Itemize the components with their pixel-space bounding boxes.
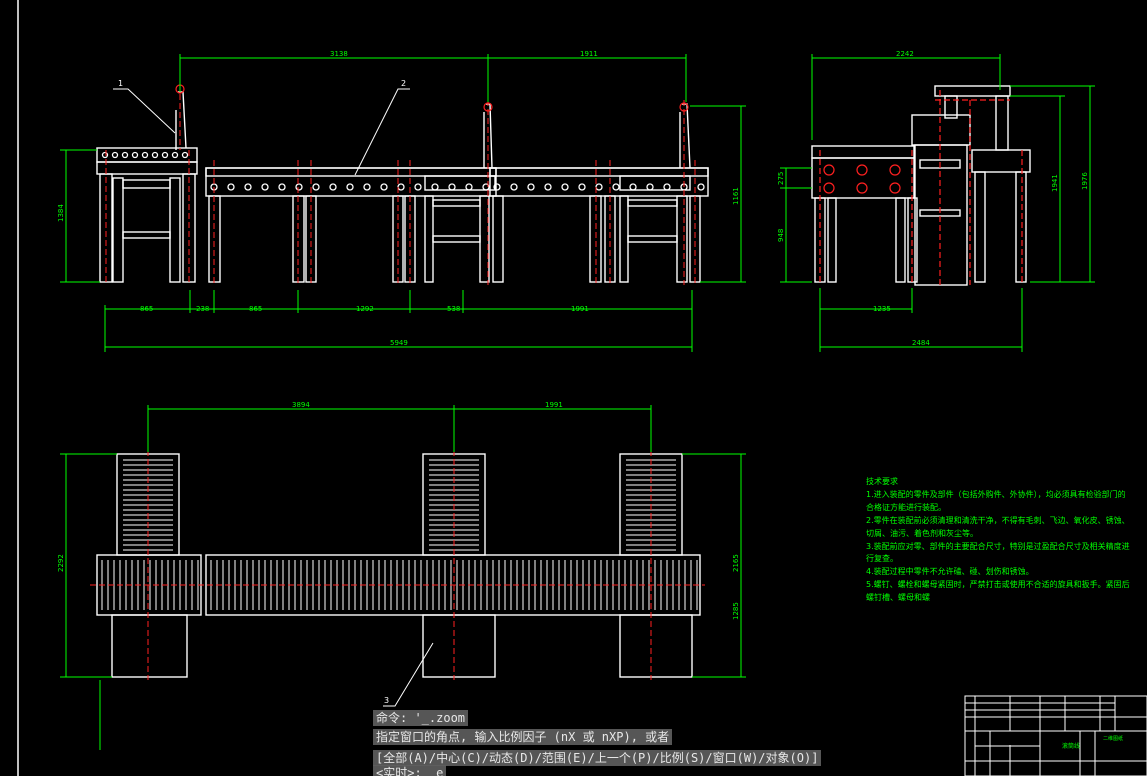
notes-line: 行复查。 [866,554,898,564]
dim-side-bottom: 1235 [873,305,891,313]
roller-mark [131,151,139,159]
roller-mark [363,183,371,191]
dim-front-left-height: 1384 [57,204,65,222]
roller-mark [261,183,269,191]
roller-mark [141,151,149,159]
notes-line: 1.进入装配的零件及部件（包括外购件、外协件），均必须具有检验部门的 [866,489,1126,499]
dim-front-b4: 1292 [356,305,374,313]
front-leaders [113,88,410,176]
roller-mark [278,183,286,191]
roller-mark [697,183,705,191]
front-rollers [101,151,705,191]
title-drawing-name: 滚筒线 [1062,742,1080,750]
command-options-line[interactable]: [全部(A)/中心(C)/动态(D)/范围(E)/上一个(P)/比例(S)/窗口… [373,750,822,766]
roller-mark [578,183,586,191]
roller-mark [510,183,518,191]
roller-mark [527,183,535,191]
side-view [811,85,1031,286]
notes-title: 技术要求 [866,477,898,486]
roller-mark [612,183,620,191]
post-markers [175,84,689,112]
roller-mark [431,183,439,191]
roller-mark [380,183,388,191]
roller-mark [111,151,119,159]
command-input[interactable]: <实时>: e [373,765,447,776]
side-rollers [819,90,1023,285]
roller-mark [171,151,179,159]
roller-mark [227,183,235,191]
technical-notes: 技术要求 1.进入装配的零件及部件（包括外购件、外协件），均必须具有检验部门的 … [866,476,1130,605]
roller-mark [465,183,473,191]
notes-line: 螺钉槽、螺母和螺 [866,593,930,603]
roller-mark [646,183,654,191]
leader-3: 3 [384,696,389,705]
leader-2: 2 [401,79,406,88]
dim-front-b6: 1991 [571,305,589,313]
plan-dimensions [60,405,746,750]
roller-mark [595,183,603,191]
dim-front-top-2: 1911 [580,50,598,58]
plan-centerlines [90,450,705,680]
roller-mark [448,183,456,191]
dim-side-left-1: 275 [777,172,785,185]
command-prompt-line: 指定窗口的角点, 输入比例因子 (nX 或 nXP), 或者 [373,729,673,745]
title-label: 二维图纸 [1103,735,1123,742]
dim-front-top-1: 3138 [330,50,348,58]
roller-mark [561,183,569,191]
roller-mark [544,183,552,191]
front-dimensions [60,54,746,352]
leader-3-line [383,642,434,707]
plan-view [96,453,701,678]
roller-mark [244,183,252,191]
roller-mark [493,183,501,191]
roller-mark [161,151,169,159]
leader-1: 1 [118,79,123,88]
roller-mark [482,183,490,191]
title-block [964,695,1147,776]
dim-side-overall: 2484 [912,339,930,347]
dim-front-b3: 865 [249,305,262,313]
dim-front-b2: 238 [196,305,209,313]
roller-mark [414,183,422,191]
roller-mark [181,151,189,159]
roller-mark [295,183,303,191]
notes-line: 5.螺钉、螺栓和螺母紧固时，严禁打击或使用不合适的旋具和扳手。紧固后 [866,580,1130,590]
roller-mark [312,183,320,191]
notes-line: 4.装配过程中零件不允许磕、碰、划伤和锈蚀。 [866,567,1034,577]
dim-front-b5: 538 [447,305,460,313]
roller-mark [121,151,129,159]
roller-mark [329,183,337,191]
dim-plan-left: 2292 [57,554,65,572]
roller-mark [663,183,671,191]
roller-mark [151,151,159,159]
roller-mark [397,183,405,191]
roller-mark [629,183,637,191]
dim-plan-right-2: 1285 [732,602,740,620]
notes-line: 合格证方能进行装配。 [866,502,946,512]
dim-plan-top-2: 1991 [545,401,563,409]
dim-front-right-height: 1161 [732,187,740,205]
dim-front-overall: 5949 [390,339,408,347]
dim-side-left-2: 948 [777,229,785,242]
notes-line: 2.零件在装配前必须清理和清洗干净，不得有毛刺、飞边、氧化皮、锈蚀、 [866,515,1130,525]
notes-line: 切屑、油污、着色剂和灰尘等。 [866,528,978,538]
dim-plan-right-1: 2165 [732,554,740,572]
dim-side-right-1: 1941 [1051,174,1059,192]
roller-mark [101,151,109,159]
notes-line: 3.装配前应对零、部件的主要配合尺寸，特别是过盈配合尺寸及相关精度进 [866,541,1130,551]
plan-rollers [101,459,698,610]
side-dimensions [780,54,1095,352]
dim-front-b1: 865 [140,305,153,313]
command-history-line: 命令: '_.zoom [373,710,469,726]
front-centerlines [105,85,696,285]
roller-mark [346,183,354,191]
dim-side-right-2: 1976 [1081,172,1089,190]
dim-plan-top-1: 3894 [292,401,310,409]
dim-side-top: 2242 [896,50,914,58]
